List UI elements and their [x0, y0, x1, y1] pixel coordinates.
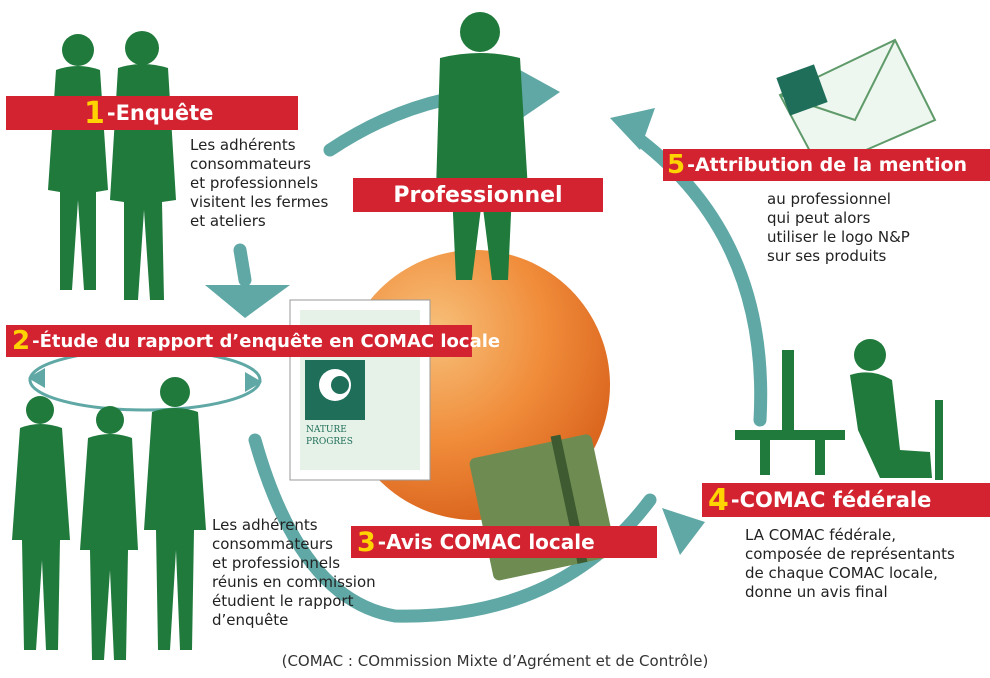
footnote: (COMAC : COmmission Mixte d’Agrément et … [281, 652, 709, 670]
step4-description: LA COMAC fédérale, composée de représent… [745, 526, 955, 601]
step1-banner: 1 -Enquête [6, 95, 298, 131]
step2-title: -Étude du rapport d’enquête en COMAC loc… [32, 330, 501, 352]
svg-text:NATURE: NATURE [306, 425, 347, 435]
step5-banner: 5 -Attribution de la mention [663, 149, 990, 181]
professional-silhouette-icon [436, 12, 528, 280]
envelope-icon [776, 38, 937, 172]
step2-description: Les adhérents consommateurs et professio… [212, 516, 376, 629]
step2-number: 2 [12, 326, 31, 356]
step1-description: Les adhérents consommateurs et professio… [190, 136, 329, 230]
svg-text:PROGRES: PROGRES [306, 437, 353, 447]
step1-number: 1 [84, 95, 105, 131]
step3-title: -Avis COMAC locale [377, 530, 595, 554]
step4-title: -COMAC fédérale [730, 488, 932, 512]
step5-number: 5 [667, 150, 686, 180]
professional-label: Professionnel [393, 182, 563, 208]
step2-banner: 2 -Étude du rapport d’enquête en COMAC l… [6, 325, 500, 357]
arrow-heads [205, 70, 705, 555]
people-silhouette-icon [48, 31, 176, 300]
step4-number: 4 [708, 482, 729, 518]
notebook-icon [469, 434, 616, 581]
step5-title: -Attribution de la mention [687, 154, 968, 176]
commission-loop [28, 348, 262, 412]
step3-banner: 3 -Avis COMAC locale [351, 526, 657, 558]
step3-number: 3 [357, 526, 376, 558]
step5-description: au professionnel qui peut alors utiliser… [767, 190, 910, 265]
professional-banner: Professionnel [353, 178, 603, 212]
step1-title: -Enquête [106, 101, 214, 125]
group-silhouette-icon [12, 377, 206, 660]
computer-desk-icon [735, 339, 943, 480]
step4-banner: 4 -COMAC fédérale [702, 482, 990, 518]
